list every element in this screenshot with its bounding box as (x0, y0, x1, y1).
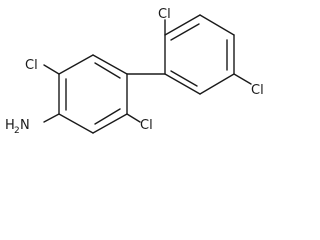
ring-aniline (58, 54, 128, 134)
ring-dichlorophenyl (164, 14, 235, 95)
bond (92, 54, 128, 75)
atom-label-amine-subscript: 2 (14, 126, 20, 136)
chemical-structure-diagram: Cl Cl Cl Cl H 2 N (5, 7, 264, 136)
double-bond-inner (170, 70, 198, 87)
bond (92, 113, 128, 134)
bond (199, 73, 235, 95)
bond (164, 14, 201, 36)
bond-to-cl-left (43, 64, 60, 75)
atom-label-cl-top: Cl (158, 7, 171, 22)
bond-to-cl-right (233, 73, 252, 85)
bond (164, 73, 201, 95)
double-bond-inner (170, 23, 200, 41)
atom-label-amine-h: H (5, 118, 15, 133)
atom-label-cl-bottom: Cl (140, 118, 153, 133)
bond-to-amine (43, 113, 60, 123)
atom-label-amine-n: N (20, 118, 30, 133)
bond-to-cl-bottom (126, 113, 141, 123)
bond (199, 14, 235, 36)
atom-label-cl-right: Cl (251, 83, 264, 98)
bond (58, 113, 94, 134)
atom-label-cl-left: Cl (25, 58, 38, 73)
double-bond-inner (94, 62, 121, 79)
double-bond-inner (94, 108, 121, 125)
bond (58, 54, 94, 75)
